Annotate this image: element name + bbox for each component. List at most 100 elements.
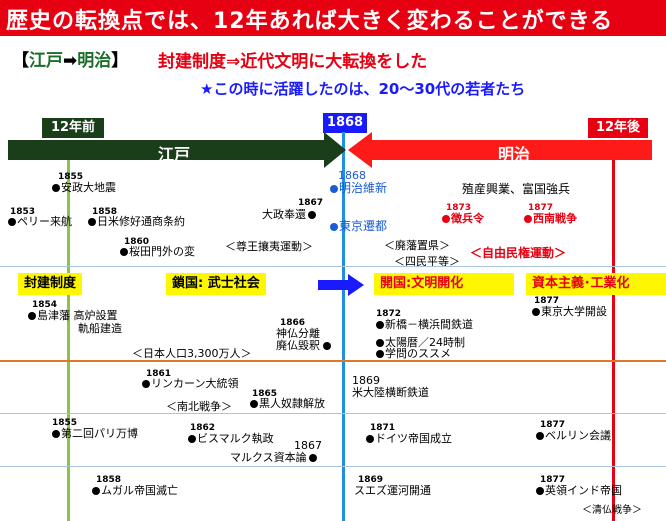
event-year: 1858 xyxy=(96,475,122,485)
bullet-icon xyxy=(28,312,36,320)
divider xyxy=(0,266,666,267)
bullet-icon xyxy=(188,435,196,443)
event-year: 1858 xyxy=(92,207,118,217)
event-year: 1877 xyxy=(540,475,566,485)
event: 太陽暦／24時制 xyxy=(376,336,465,349)
event-year: 1871 xyxy=(370,423,396,433)
divider-orange xyxy=(0,360,666,362)
header-meiji: 明治 xyxy=(77,51,112,71)
event: 英領インド帝国 xyxy=(536,484,622,497)
movement-sonno: ＜尊王攘夷運動＞ xyxy=(225,240,313,253)
event-label: スエズ運河開通 xyxy=(354,484,431,497)
era-meiji-label: 明治 xyxy=(498,145,531,164)
event-label: 新橋－横浜間鉄道 xyxy=(385,318,473,331)
movement-haihan: ＜廃藩置県＞ xyxy=(384,239,450,252)
event-year: 1865 xyxy=(252,389,278,399)
event-year: 1862 xyxy=(190,423,216,433)
line-after xyxy=(612,140,615,521)
divider xyxy=(0,466,666,467)
bullet-icon xyxy=(532,308,540,316)
event-label: 東京大学開設 xyxy=(541,305,607,318)
divider xyxy=(0,413,666,414)
bullet-icon xyxy=(52,184,60,192)
event-year: 1853 xyxy=(10,207,36,217)
event: 東京遷都 xyxy=(330,220,387,233)
event-label: 桜田門外の変 xyxy=(129,245,195,258)
line-before xyxy=(67,140,70,521)
event: リンカーン大統領 xyxy=(142,377,238,390)
event-label: リンカーン大統領 xyxy=(151,377,239,390)
bullet-icon xyxy=(376,321,384,329)
event-label: 徴兵令 xyxy=(451,212,484,225)
event-year: 1860 xyxy=(124,237,150,247)
year-box-after: 12年後 xyxy=(588,118,648,138)
event: 第二回パリ万博 xyxy=(52,427,138,440)
event: 桜田門外の変 xyxy=(120,245,195,258)
nanboku-label: ＜南北戦争＞ xyxy=(166,400,232,413)
era-header: 【江戸➡明治】 xyxy=(12,46,128,71)
edo-arrow xyxy=(8,132,346,168)
band-kaikoku: 開国:文明開化 xyxy=(374,273,514,295)
era-edo-label: 江戸 xyxy=(158,145,191,164)
event-label: 神仏分離 xyxy=(276,327,320,340)
event-label-2: 廃仏毀釈 xyxy=(276,339,332,352)
event: 島津藩 高炉設置 xyxy=(28,309,118,322)
event-label: ドイツ帝国成立 xyxy=(375,432,452,445)
event-year: 1872 xyxy=(376,309,402,319)
event-year: 1867 xyxy=(298,198,324,208)
right-arrow-icon: ➡ xyxy=(63,51,78,71)
era-arrows xyxy=(8,132,652,168)
bullet-icon xyxy=(8,218,16,226)
event-label: 明治維新 xyxy=(339,181,388,195)
bullet-icon xyxy=(536,487,544,495)
event-label: 西南戦争 xyxy=(533,212,577,225)
page-title: 歴史の転換点では、12年あれば大きく変わることができる xyxy=(6,9,614,34)
event-year: 1868 xyxy=(338,169,366,182)
event-label: 黒人奴隷解放 xyxy=(259,397,325,410)
event: 安政大地震 xyxy=(52,181,116,194)
event: ドイツ帝国成立 xyxy=(366,432,452,445)
event: ビスマルク執政 xyxy=(188,432,274,445)
event-label: 太陽暦／24時制 xyxy=(385,336,465,349)
year-box-before: 12年前 xyxy=(42,118,104,138)
event-label: 第二回パリ万博 xyxy=(61,427,138,440)
event-label: ベルリン会議 xyxy=(545,429,611,442)
event: 西南戦争 xyxy=(524,212,577,225)
band-sakoku: 鎖国: 武士社会 xyxy=(166,273,266,295)
bullet-icon xyxy=(330,222,338,231)
meiji-arrow xyxy=(348,132,652,168)
event-label: ムガル帝国滅亡 xyxy=(101,484,178,497)
event-label-2: 軌船建造 xyxy=(78,322,122,335)
event: 徴兵令 xyxy=(442,212,484,225)
event-label: マルクス資本論 xyxy=(230,451,307,464)
bracket-open: 【 xyxy=(12,51,29,71)
bullet-icon xyxy=(524,215,532,223)
population-label: ＜日本人口3,300万人＞ xyxy=(132,347,252,360)
title-bar: 歴史の転換点では、12年あれば大きく変わることができる xyxy=(0,0,666,36)
event-year: 1867 xyxy=(294,439,322,452)
line-center xyxy=(342,132,345,521)
event: 明治維新 xyxy=(330,182,387,195)
bullet-icon xyxy=(308,211,316,219)
event-label: 日米修好通商条約 xyxy=(97,215,185,228)
event-label: 廃仏毀釈 xyxy=(276,339,320,352)
event-year: 1877 xyxy=(534,296,560,306)
event-year: 1869 xyxy=(352,374,380,387)
event-year: 1854 xyxy=(32,300,58,310)
event-label: 英領インド帝国 xyxy=(545,484,622,497)
subtitle: 封建制度⇒近代文明に大転換をした xyxy=(158,52,428,72)
bullet-icon xyxy=(366,435,374,443)
bullet-icon xyxy=(536,432,544,440)
bullet-icon xyxy=(120,248,128,256)
note-youth: ★この時に活躍したのは、20〜30代の若者たち xyxy=(200,80,526,98)
event: ペリー来航 xyxy=(8,215,72,228)
bullet-icon xyxy=(376,339,384,347)
event: 日米修好通商条約 xyxy=(88,215,185,228)
movement-jiyu: ＜自由民権運動＞ xyxy=(470,246,567,260)
header-edo: 江戸 xyxy=(29,51,63,71)
event-year: 1873 xyxy=(446,203,472,213)
bullet-icon xyxy=(52,430,60,438)
bullet-icon xyxy=(330,184,338,193)
bullet-icon xyxy=(308,454,317,462)
movement-shimin: ＜四民平等＞ xyxy=(394,255,460,268)
